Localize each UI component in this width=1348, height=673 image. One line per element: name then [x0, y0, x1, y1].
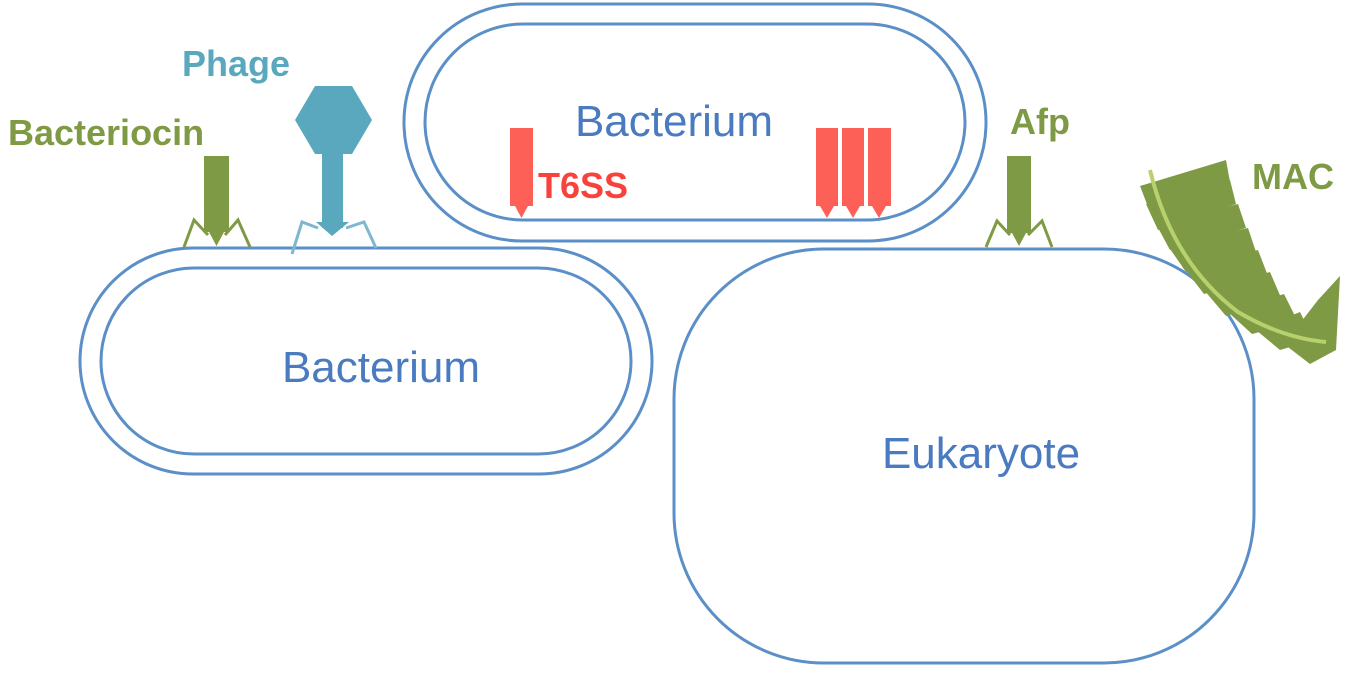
t6ss-tube-3: [868, 128, 891, 206]
bacterium-top: Bacterium: [402, 2, 988, 243]
afp-right-leg: [1026, 218, 1054, 248]
t6ss-single: [510, 128, 533, 218]
phage-icon: Phage: [182, 43, 378, 255]
afp-tip: [1012, 233, 1026, 246]
phage-right-legs: [345, 220, 378, 249]
t6ss-tube-left: [510, 128, 533, 206]
t6ss-label: T6SS: [538, 165, 628, 206]
t6ss-tube-2: [842, 128, 864, 206]
phage-label: Phage: [182, 43, 290, 84]
bacterium-top-label: Bacterium: [575, 97, 773, 146]
afp-icon: Afp: [984, 101, 1070, 248]
t6ss-triple: [816, 128, 891, 218]
mac-spoke-1: [1140, 160, 1230, 212]
bacteriocin-label: Bacteriocin: [8, 112, 204, 153]
bacterium-left-label: Bacterium: [282, 343, 480, 392]
mac-label: MAC: [1252, 156, 1334, 197]
mac-spoke-3: [1156, 204, 1246, 250]
mac-baseplate-ring: [1148, 169, 1327, 344]
bacterium-left-outer-membrane: [78, 246, 654, 476]
mac-icon: MAC: [1140, 156, 1340, 364]
bacterium-top-outer-membrane: [402, 2, 988, 243]
bacteriocin-tip: [209, 232, 224, 246]
eukaryote-membrane: [672, 247, 1256, 665]
eukaryote-cell: Eukaryote: [672, 247, 1256, 665]
bacteriocin-icon: Bacteriocin: [8, 112, 252, 248]
bacterium-left-inner-membrane: [99, 266, 633, 456]
afp-left-leg: [984, 218, 1012, 248]
phage-left-legs: [290, 220, 319, 255]
afp-tube: [1007, 156, 1031, 233]
t6ss-tube-1: [816, 128, 838, 206]
phage-tail: [322, 150, 343, 228]
eukaryote-label: Eukaryote: [882, 429, 1080, 478]
phage-baseplate: [316, 222, 349, 236]
phage-head: [295, 86, 372, 154]
mac-spoke-2: [1146, 180, 1236, 230]
t6ss-tip-2: [846, 206, 860, 218]
t6ss-tip-3: [872, 206, 886, 218]
t6ss-tip-left: [515, 206, 528, 218]
t6ss-group: T6SS: [510, 128, 891, 218]
bacteriocin-left-leg: [182, 217, 210, 248]
bacterium-top-inner-membrane: [423, 22, 967, 222]
afp-label: Afp: [1010, 101, 1070, 142]
bacteriocin-right-leg: [223, 217, 252, 248]
t6ss-tip-1: [820, 206, 834, 218]
bacterium-left: Bacterium: [78, 246, 654, 476]
bacteriocin-tube: [204, 156, 229, 232]
